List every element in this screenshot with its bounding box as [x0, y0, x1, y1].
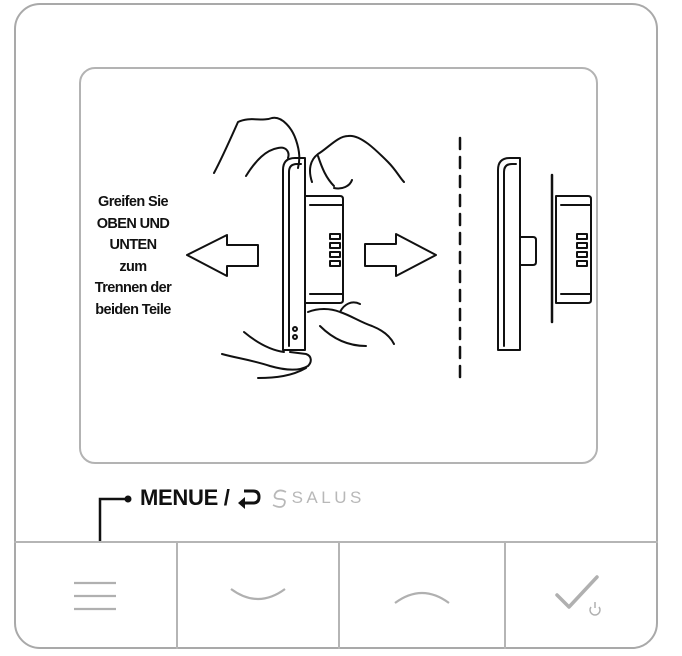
button-bar: [14, 541, 658, 649]
instruction-line: UNTEN: [109, 237, 158, 253]
salus-logo-icon: [270, 488, 290, 508]
leader-dot: [124, 495, 132, 503]
hand-bottom-left-icon: [221, 331, 312, 379]
checkmark-power-icon: [555, 575, 601, 616]
instruction-line: OBEN UND: [96, 215, 170, 232]
return-arrow-icon: [236, 487, 262, 509]
brand-name: SALUS: [291, 488, 365, 507]
instruction-line: Trennen der: [94, 280, 172, 296]
back-plate-assembled: [304, 195, 344, 304]
arrow-left-icon: [186, 234, 259, 277]
confirm-power-button[interactable]: [506, 543, 656, 649]
button-divider: [176, 543, 178, 649]
hand-bottom-right-icon: [307, 301, 395, 347]
button-divider: [338, 543, 340, 649]
chevron-up-icon: [394, 591, 450, 604]
menu-leader-line: [98, 497, 126, 541]
down-button[interactable]: [178, 543, 338, 649]
back-plate-separated: [550, 173, 592, 324]
chevron-down-icon: [230, 588, 286, 601]
instruction-text: Greifen Sie OBEN UND UNTEN zum Trennen d…: [72, 192, 194, 321]
hamburger-icon: [74, 581, 116, 611]
up-button[interactable]: [340, 543, 504, 649]
instruction-line: Greifen Sie: [98, 194, 169, 210]
menu-caption: MENUE / SALUS: [140, 483, 365, 513]
menu-button[interactable]: [14, 543, 176, 649]
button-divider: [504, 543, 506, 649]
arrow-right-icon: [364, 233, 437, 277]
front-panel-separated: [497, 157, 537, 351]
instruction-line: zum: [119, 258, 147, 275]
instruction-line: beiden Teile: [95, 301, 171, 318]
menu-label: MENUE /: [140, 485, 230, 510]
hand-top-right-icon: [309, 134, 405, 190]
front-panel-assembled: [282, 157, 306, 351]
hand-top-left-icon: [213, 116, 301, 177]
